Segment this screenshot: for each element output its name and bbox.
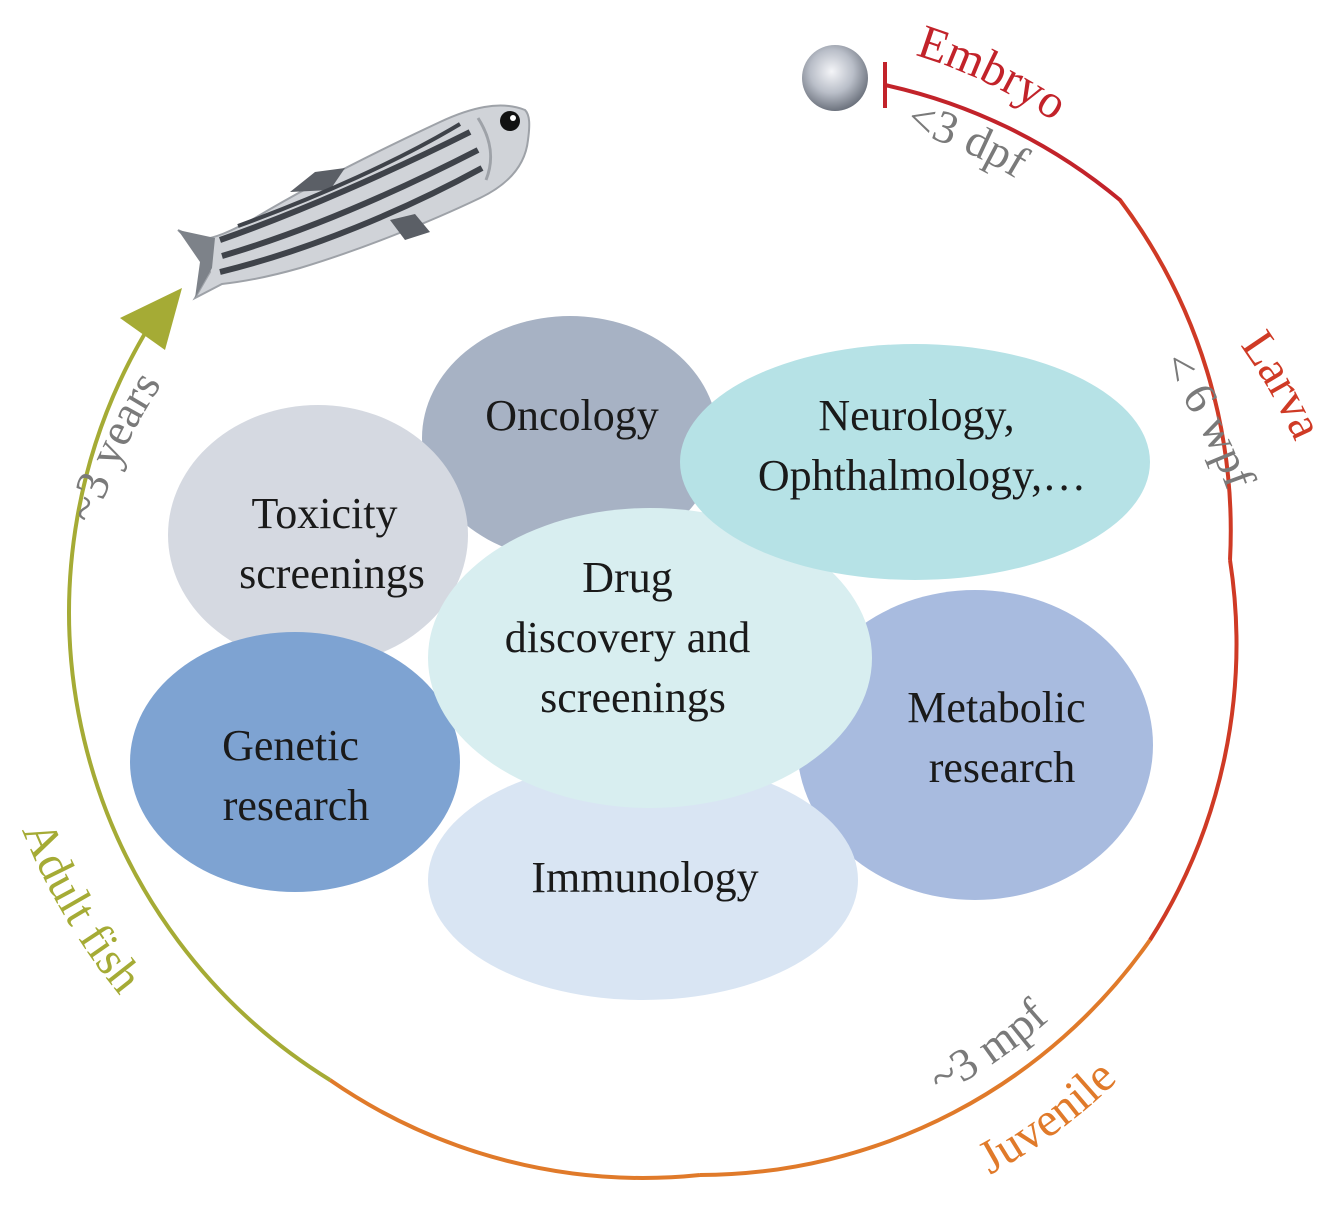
stage-age-juvenile: ~3 mpf: [920, 988, 1056, 1104]
bubble-genetic: [130, 632, 460, 892]
label-metabolic-line-2: research: [929, 743, 1076, 792]
bubble-drug: [428, 508, 872, 808]
label-toxicity-line-1: Toxicity: [251, 489, 397, 538]
bubble-immunology: [428, 760, 858, 1000]
label-toxicity: Toxicity screenings: [239, 489, 425, 598]
arc-segment-embryo: [883, 83, 1122, 202]
label-neurology-line-2: Ophthalmology,…: [758, 451, 1086, 500]
label-oncology-line: Oncology: [485, 391, 659, 440]
arc-segment-transition: [328, 1078, 701, 1180]
bubble-neurology: [680, 344, 1150, 580]
label-metabolic-line-1: Metabolic: [907, 683, 1085, 732]
label-drug-line-1: Drug: [582, 553, 672, 602]
arc-segment-larva: [1118, 198, 1233, 561]
label-toxicity-line-2: screenings: [239, 549, 425, 598]
embryo-sphere-icon: [802, 45, 868, 111]
label-immunology-line: Immunology: [531, 853, 758, 902]
stage-age-adult: ~3 years: [56, 362, 170, 528]
label-neurology-line-1: Neurology,: [818, 391, 1014, 440]
label-metabolic: Metabolic research: [907, 683, 1096, 792]
arc-segment-larva-lower: [1148, 559, 1239, 942]
arc-segment-adult: [67, 323, 332, 1082]
stage-name-adult: Adult fish: [12, 813, 153, 1002]
label-genetic-line-1: Genetic: [222, 721, 359, 770]
label-drug: Drug discovery and screenings: [505, 553, 762, 722]
label-drug-line-3: screenings: [540, 673, 726, 722]
research-areas: Oncology Neurology, Ophthalmology,… Toxi…: [130, 316, 1153, 1000]
label-genetic-line-2: research: [223, 781, 370, 830]
bubble-metabolic: [797, 590, 1153, 900]
label-drug-line-2: discovery and: [505, 613, 751, 662]
arc-segment-juvenile: [699, 938, 1152, 1177]
label-immunology: Immunology: [531, 853, 758, 902]
zebrafish-icon: [177, 104, 531, 301]
label-oncology: Oncology: [485, 391, 659, 440]
bubble-oncology: [422, 316, 718, 560]
arc-arrowhead: [120, 288, 182, 350]
label-genetic: Genetic research: [222, 721, 370, 830]
lifecycle-arc: [67, 62, 1239, 1180]
bubble-toxicity: [168, 405, 468, 665]
label-neurology: Neurology, Ophthalmology,…: [758, 391, 1086, 500]
